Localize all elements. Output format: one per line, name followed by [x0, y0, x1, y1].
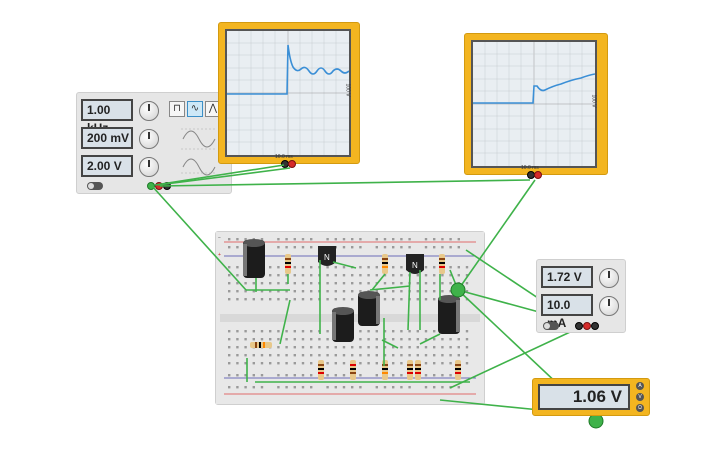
resistor-6[interactable]	[382, 360, 388, 380]
ohmmeter-mode-button[interactable]: Ω	[636, 404, 644, 412]
voltage-display: 1.72 V	[541, 266, 593, 288]
multimeter: 1.06 V A V Ω	[532, 378, 650, 416]
probe-clip-1[interactable]	[450, 282, 466, 298]
psu-negative-terminal[interactable]	[575, 322, 583, 330]
breadboard-jumpers	[246, 260, 470, 383]
transistor-2-label: N	[412, 261, 418, 270]
ammeter-mode-button[interactable]: A	[636, 382, 644, 390]
scope-left-screen	[225, 29, 351, 157]
voltmeter-mode-button[interactable]: V	[636, 393, 644, 401]
resistor-1[interactable]	[285, 254, 291, 274]
resistor-7[interactable]	[407, 360, 413, 380]
power-supply: 1.72 V 10.0 mA	[536, 259, 626, 333]
amplitude-wave-icon	[181, 128, 217, 176]
frequency-knob-icon[interactable]	[139, 101, 159, 121]
scope-left-probe[interactable]	[288, 160, 296, 168]
transistor-2[interactable]: N	[406, 254, 424, 274]
dc-offset-display: 2.00 V	[81, 155, 133, 177]
resistor-4[interactable]	[318, 360, 324, 380]
capacitor-4[interactable]	[438, 295, 460, 334]
offset-knob-icon[interactable]	[139, 157, 159, 177]
square-wave-button[interactable]: ⊓	[169, 101, 185, 117]
oscilloscope-right: 10.0 ms 100 V	[464, 33, 608, 179]
sine-wave-button[interactable]: ∿	[187, 101, 203, 117]
rail-plus-label: +	[218, 252, 221, 258]
power-toggle-icon[interactable]	[87, 182, 103, 190]
capacitor-1[interactable]	[243, 239, 265, 278]
resistor-8[interactable]	[415, 360, 421, 380]
scope-left-time-label: 10.0 ms	[275, 154, 293, 160]
rail-minus-label: −	[218, 235, 221, 241]
amplitude-display: 200 mV	[81, 127, 133, 149]
scope-left-trace	[227, 31, 349, 155]
current-display: 10.0 mA	[541, 294, 593, 330]
capacitor-2[interactable]	[332, 307, 354, 342]
transistor-1[interactable]: N	[318, 246, 336, 266]
resistor-3[interactable]	[439, 254, 445, 274]
capacitor-3[interactable]	[358, 291, 380, 326]
multimeter-display: 1.06 V	[538, 384, 630, 410]
scope-right-time-label: 10.0 ms	[521, 165, 539, 171]
current-knob-icon[interactable]	[599, 296, 619, 316]
resistor-10[interactable]	[250, 342, 272, 348]
psu-power-toggle-icon[interactable]	[543, 322, 559, 330]
psu-ground-terminal[interactable]	[591, 322, 599, 330]
transistor-1-label: N	[324, 253, 330, 262]
voltage-knob-icon[interactable]	[599, 268, 619, 288]
scope-right-probe[interactable]	[534, 171, 542, 179]
resistor-2[interactable]	[382, 254, 388, 274]
ground-terminal[interactable]	[147, 182, 155, 190]
resistor-9[interactable]	[455, 360, 461, 380]
amplitude-knob-icon[interactable]	[139, 129, 159, 149]
scope-right-screen	[471, 40, 597, 168]
oscilloscope-left: 10.0 ms 100 V	[218, 22, 360, 168]
scope-right-trace	[473, 42, 595, 166]
psu-positive-terminal[interactable]	[583, 322, 591, 330]
resistor-5[interactable]	[350, 360, 356, 380]
multimeter-probe-clip[interactable]	[588, 413, 604, 429]
